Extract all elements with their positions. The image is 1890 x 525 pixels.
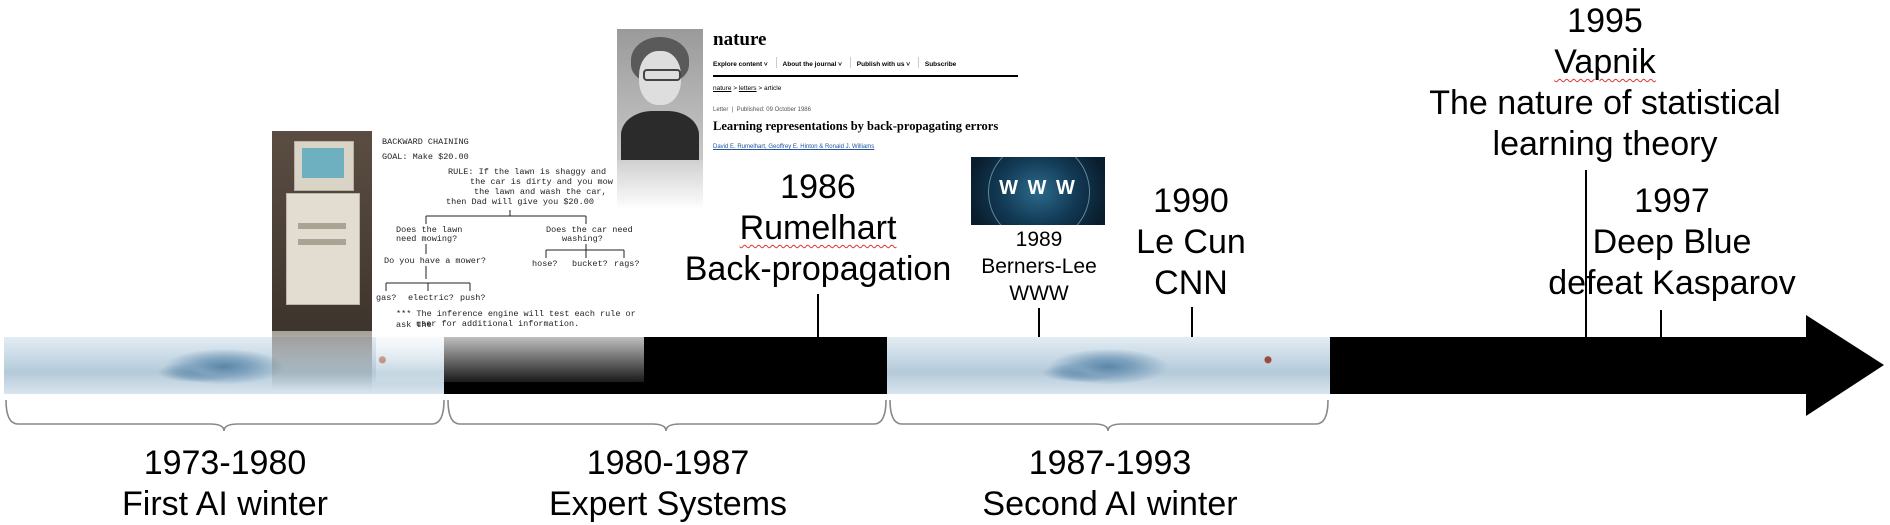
computer-screen [302,148,344,178]
event-desc-line2: learning theory [1492,125,1718,163]
computer-drive [298,239,346,245]
event-year: 1989 [1015,228,1063,251]
era-label-3: 1987-1993 Second AI winter [960,443,1260,525]
bc-goal: GOAL: Make $20.00 [382,152,469,162]
breadcrumb-sep: > [758,85,764,92]
nav-subscribe[interactable]: Subscribe [917,57,962,68]
bc-q-car-1: Does the car need [546,225,633,235]
event-year: 1995 [1567,2,1643,40]
era-name: Expert Systems [548,485,788,523]
era-years: 1980-1987 [586,444,750,482]
nature-authors[interactable]: David E. Rumelhart, Geoffrey E. Hinton &… [713,144,875,150]
era-label-1: 1973-1980 First AI winter [75,443,375,525]
bc-opt-bucket: bucket? [572,259,608,269]
nature-breadcrumb: nature > letters > article [713,85,781,92]
event-desc: WWW [1009,282,1069,305]
bc-opt-hose: hose? [532,259,558,269]
event-line1: Deep Blue [1592,223,1752,261]
nav-publish[interactable]: Publish with us ˅ [849,57,916,68]
nav-explore-content[interactable]: Explore content ˅ [713,61,768,68]
timeline-arrow-head [1806,315,1884,416]
nature-nav: Explore content ˅ About the journal ˅ Pu… [713,57,1018,77]
www-image: W W W [971,157,1105,225]
event-person: Rumelhart [668,208,968,249]
bc-q-lawn-1: Does the lawn [396,225,463,235]
breadcrumb-nature[interactable]: nature [713,85,732,92]
timeline-arrow-shaft [1330,337,1810,394]
bc-q-mower: Do you have a mower? [384,256,487,266]
bc-note-1: *** The inference engine will test each … [396,309,636,330]
rumelhart-portrait [617,29,703,160]
event-person: Le Cun [1136,223,1246,261]
nature-meta: Letter | Published: 09 October 1986 [713,107,811,113]
event-desc: Back-propagation [684,250,952,288]
bc-opt-electric: electric? [408,293,454,303]
nature-logo: nature [713,29,767,50]
nature-article: nature Explore content ˅ About the journ… [709,29,1020,160]
bc-rule-4: then Dad will give you $20.00 [446,197,594,207]
portrait-body [621,111,699,160]
event-1997: 1997 Deep Blue defeat Kasparov [1522,181,1822,304]
computer-base [286,193,360,305]
www-image-text: W W W [999,177,1077,199]
breadcrumb-sep: > [733,85,739,92]
event-year: 1986 [780,168,856,206]
bc-note-2: user for additional information. [416,319,580,329]
bc-opt-rags: rags? [614,259,640,269]
nature-article-title[interactable]: Learning representations by back-propaga… [713,119,999,133]
bc-rule-2: the car is dirty and you mow [470,177,613,187]
event-1989: 1989 Berners-Lee WWW [963,226,1115,307]
event-desc: CNN [1154,264,1228,302]
bc-heading: BACKWARD CHAINING [382,137,469,147]
era-name: Second AI winter [982,485,1238,523]
event-line2: defeat Kasparov [1548,264,1796,302]
backward-chaining-diagram: BACKWARD CHAINING GOAL: Make $20.00 RULE… [376,131,644,337]
winter-band-2 [887,337,1330,394]
event-person-text: Rumelhart [739,209,897,247]
era-name: First AI winter [122,485,328,523]
bc-q-car-2: washing? [562,234,603,244]
www-globe-ring [988,157,1090,225]
bc-opt-push: push? [460,293,486,303]
bc-rule-3: the lawn and wash the car, [474,187,607,197]
tick-1990 [1191,307,1193,337]
computer-photo [272,131,372,331]
event-person: Vapnik [1380,42,1830,83]
tick-1997 [1660,310,1662,337]
era-brace-2 [447,399,887,432]
era-label-2: 1980-1987 Expert Systems [518,443,818,525]
breadcrumb-article: article [763,85,782,92]
event-year: 1990 [1153,182,1229,220]
bc-rule-1: RULE: If the lawn is shaggy and [448,167,607,177]
event-person-text: Vapnik [1554,43,1656,81]
bc-tree-lines [385,210,625,291]
bc-opt-gas: gas? [376,293,397,303]
era-years: 1973-1980 [143,444,307,482]
bc-q-lawn-2: need mowing? [396,234,458,244]
portrait-glasses [643,69,681,81]
tick-1986 [817,294,819,337]
nav-about-journal[interactable]: About the journal ˅ [775,57,848,68]
breadcrumb-letters[interactable]: letters [738,85,757,92]
event-1986: 1986 Rumelhart Back-propagation [668,167,968,290]
event-person: Berners-Lee [981,255,1097,278]
event-desc-line1: The nature of statistical [1429,84,1781,122]
portrait-reflection [617,160,703,210]
era-brace-1 [5,399,445,432]
event-1990: 1990 Le Cun CNN [1091,181,1291,304]
computer-drive [298,223,346,229]
diagram-reflection [376,337,644,382]
tick-1989 [1038,308,1040,337]
event-year: 1997 [1634,182,1710,220]
era-years: 1987-1993 [1028,444,1192,482]
computer-reflection [272,331,372,391]
event-1995: 1995 Vapnik The nature of statistical le… [1380,1,1830,165]
era-brace-3 [889,399,1329,432]
tick-1995 [1585,170,1587,337]
